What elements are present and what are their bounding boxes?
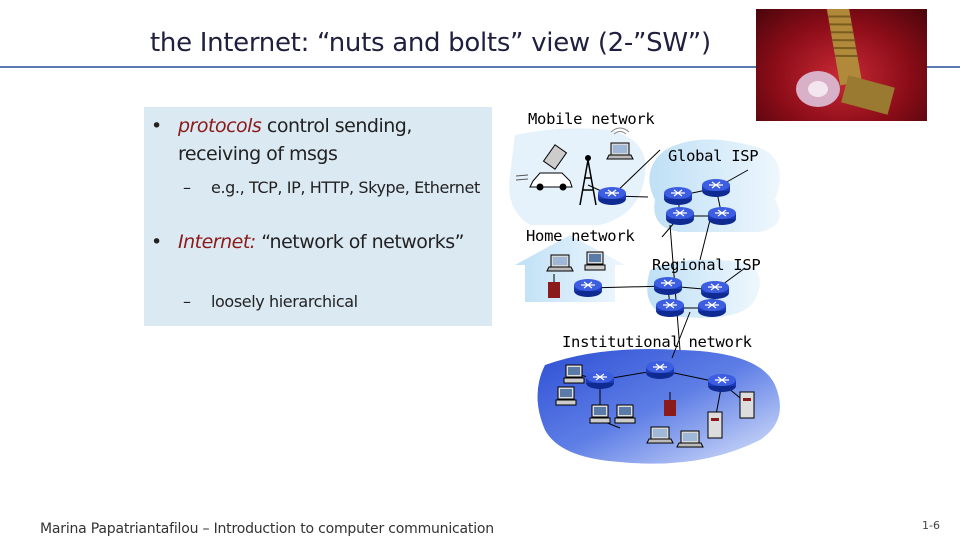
- bullet-symbol: •: [151, 231, 162, 253]
- institutional-network-label: Institutional network: [562, 333, 752, 351]
- router-icon: [585, 370, 615, 390]
- handheld-icon: [542, 144, 568, 170]
- router-icon: [653, 276, 683, 296]
- router-icon: [645, 360, 675, 380]
- sub-bullet-text: e.g., TCP, IP, HTTP, Skype, Ethernet: [211, 178, 480, 197]
- pc-icon: [589, 404, 611, 424]
- sub-bullet-examples: – e.g., TCP, IP, HTTP, Skype, Ethernet: [183, 177, 483, 199]
- bullet-emphasis: protocols: [178, 115, 262, 137]
- nuts-bolts-photo: [756, 9, 927, 121]
- laptop-icon: [546, 254, 574, 272]
- text-panel: [144, 107, 492, 326]
- router-icon: [655, 298, 685, 318]
- slide-title: the Internet: “nuts and bolts” view (2-”…: [150, 28, 711, 58]
- router-icon: [573, 278, 603, 298]
- router-icon: [707, 373, 737, 393]
- pc-icon: [584, 251, 606, 271]
- bullet-text: “network of networks”: [255, 231, 464, 253]
- bullet-internet: • Internet: “network of networks”: [151, 228, 481, 256]
- laptop-icon: [676, 430, 704, 448]
- bolt-photo: [796, 9, 895, 115]
- bullet-text: control sending, receiving of msgs: [178, 115, 412, 165]
- router-icon: [707, 206, 737, 226]
- cell-tower-icon: [579, 155, 597, 206]
- footer-text: Marina Papatriantafilou – Introduction t…: [40, 521, 494, 537]
- bullet-protocols: • protocols control sending, receiving o…: [151, 112, 481, 168]
- pc-icon: [563, 364, 585, 384]
- laptop-icon: [606, 142, 634, 160]
- regional-isp-label: Regional ISP: [652, 256, 761, 274]
- router-icon: [697, 298, 727, 318]
- wireless-ap-icon: [548, 274, 560, 298]
- sub-bullet-text: loosely hierarchical: [211, 292, 358, 311]
- global-isp-label: Global ISP: [668, 147, 759, 165]
- laptop-icon: [646, 426, 674, 444]
- car-icon: [515, 172, 573, 191]
- server-icon: [707, 411, 723, 439]
- pc-icon: [614, 404, 636, 424]
- router-icon: [701, 178, 731, 198]
- router-icon: [665, 206, 695, 226]
- sub-bullet-symbol: –: [183, 292, 191, 311]
- mobile-network-label: Mobile network: [528, 110, 655, 128]
- server-icon: [739, 391, 755, 419]
- router-icon: [663, 186, 693, 206]
- router-icon: [597, 186, 627, 206]
- bullet-emphasis: Internet:: [178, 231, 256, 253]
- home-network-label: Home network: [526, 227, 635, 245]
- sub-bullet-hierarchical: – loosely hierarchical: [183, 291, 483, 313]
- title-rule: [0, 66, 960, 68]
- wireless-ap-icon: [664, 392, 676, 416]
- sub-bullet-symbol: –: [183, 178, 191, 197]
- bullet-symbol: •: [151, 115, 162, 137]
- router-icon: [700, 280, 730, 300]
- pc-icon: [555, 386, 577, 406]
- page-number: 1-6: [922, 519, 940, 532]
